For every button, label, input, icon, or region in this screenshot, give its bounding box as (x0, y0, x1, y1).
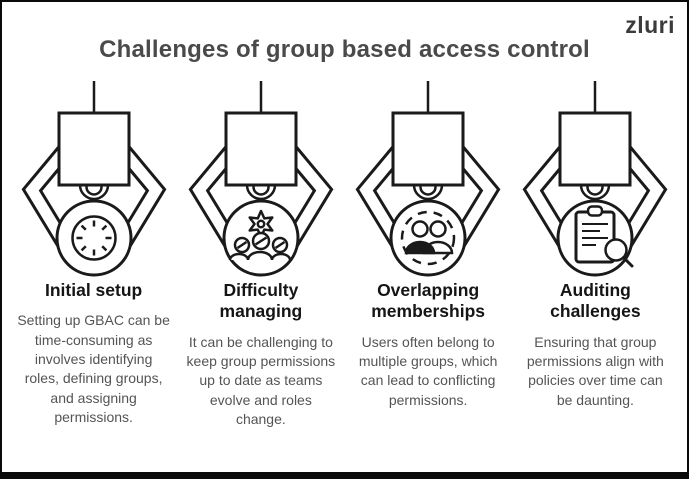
claw-machine-illustration (355, 81, 501, 277)
gear-team-icon (228, 209, 292, 261)
zluri-logo: zluri (625, 12, 675, 38)
column-heading: Difficulty managing (219, 280, 303, 322)
column-description: Setting up GBAC can be time-consuming as… (17, 312, 170, 425)
group-members-icon (400, 210, 456, 266)
claw-machine-illustration (188, 81, 334, 277)
column-initial-setup: Initial setup Setting up GBAC can be tim… (10, 80, 177, 429)
claw-machine-illustration (522, 81, 668, 277)
column-heading: Overlapping memberships (371, 280, 486, 322)
column-heading: Auditing challenges (550, 280, 641, 322)
column-auditing-challenges: Auditing challenges Ensuring that group … (512, 80, 679, 429)
column-description: It can be challenging to keep group perm… (186, 333, 336, 427)
clock-icon (70, 215, 117, 261)
column-difficulty-managing: Difficulty managing It can be challengin… (177, 80, 344, 429)
column-heading: Initial setup (45, 280, 143, 300)
header: Challenges of group based access control… (2, 2, 687, 80)
challenge-columns: Initial setup Setting up GBAC can be tim… (2, 80, 687, 429)
clipboard-audit-icon (574, 205, 634, 268)
column-description: Ensuring that group permissions align wi… (526, 333, 664, 408)
column-description: Users often belong to multiple groups, w… (358, 333, 498, 408)
claw-machine-illustration (21, 81, 167, 277)
page-title: Challenges of group based access control (99, 36, 590, 63)
column-overlapping-memberships: Overlapping memberships Users often belo… (345, 80, 512, 429)
